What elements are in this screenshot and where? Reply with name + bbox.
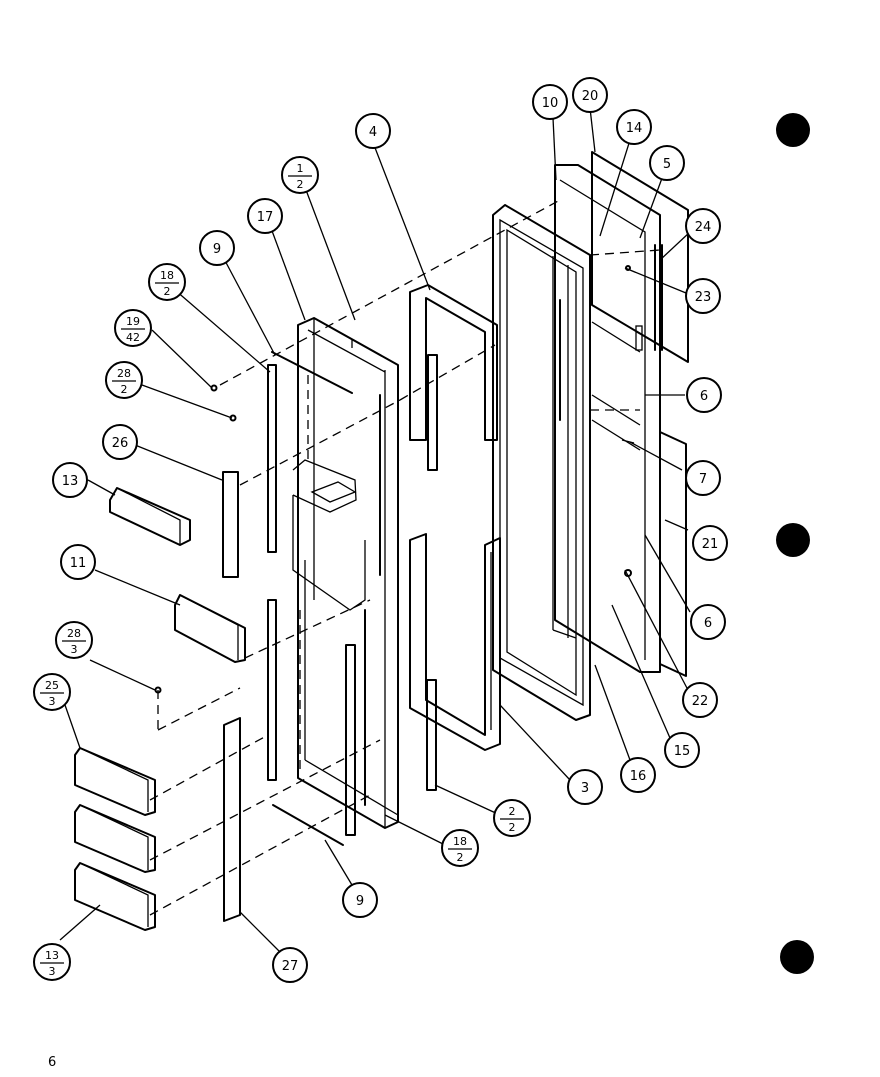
strip-2 <box>345 644 356 836</box>
callout-28-2: 28 2 <box>105 361 143 399</box>
callout-22: 22 <box>682 682 718 718</box>
callout-11: 11 <box>60 544 96 580</box>
callout-label: 18 <box>453 835 467 848</box>
callout-label: 18 <box>160 269 174 282</box>
trim-26 <box>222 471 239 578</box>
back-panel-upper <box>591 151 689 363</box>
screw-19 <box>210 384 218 392</box>
callout-label: 19 <box>126 315 140 328</box>
callout-28-3: 28 3 <box>55 621 93 659</box>
callout-16: 16 <box>620 757 656 793</box>
callout-label: 5 <box>663 157 671 172</box>
callout-sub: 2 <box>121 383 128 396</box>
callout-label: 6 <box>704 616 712 631</box>
callout-sub: 3 <box>49 695 56 708</box>
strip-18-upper <box>267 364 277 553</box>
callout-6-upper: 6 <box>686 377 722 413</box>
callout-label: 11 <box>70 556 87 571</box>
callout-21: 21 <box>692 525 728 561</box>
callout-18-2-lower: 18 2 <box>441 829 479 867</box>
callout-label: 15 <box>674 744 691 759</box>
callout-label: 4 <box>369 125 377 140</box>
callout-5: 5 <box>649 145 685 181</box>
callout-sub: 2 <box>457 851 464 864</box>
callout-label: 1 <box>297 162 304 175</box>
rail-9-upper <box>271 351 353 394</box>
inner-door-frame <box>409 284 501 791</box>
callout-9-upper: 9 <box>199 230 235 266</box>
callout-14: 14 <box>616 109 652 145</box>
callout-sub: 42 <box>126 331 140 344</box>
binder-hole-middle <box>776 523 810 557</box>
callout-label: 3 <box>581 781 589 796</box>
callout-sub: 3 <box>71 643 78 656</box>
callout-label: 24 <box>695 220 712 235</box>
callout-label: 28 <box>117 367 131 380</box>
callout-6-lower: 6 <box>690 604 726 640</box>
callout-3: 3 <box>567 769 603 805</box>
callout-label: 21 <box>702 537 719 552</box>
shelf-13-3 <box>74 862 156 931</box>
strip-18-lower <box>267 599 277 781</box>
page-number: 6 <box>48 1055 57 1070</box>
callout-label: 13 <box>62 474 79 489</box>
callout-label: 20 <box>582 89 599 104</box>
callout-2-2: 2 2 <box>493 799 531 837</box>
callout-13-3: 13 3 <box>33 943 71 981</box>
shelf-25-1 <box>74 747 156 816</box>
callout-label: 23 <box>695 290 712 305</box>
callout-15: 15 <box>664 732 700 768</box>
callout-sub: 2 <box>297 178 304 191</box>
callout-sub: 2 <box>164 285 171 298</box>
callout-27: 27 <box>272 947 308 983</box>
trim-27 <box>223 717 241 922</box>
rail-9-lower <box>272 804 344 846</box>
callout-25-3: 25 3 <box>33 673 71 711</box>
callout-label: 25 <box>45 679 59 692</box>
binder-hole-top <box>776 113 810 147</box>
callout-4: 4 <box>355 113 391 149</box>
callout-label: 17 <box>257 210 274 225</box>
shelf-11 <box>174 594 246 663</box>
outer-door-panel <box>554 164 663 673</box>
binder-hole-bottom <box>780 940 814 974</box>
callout-13: 13 <box>52 462 88 498</box>
callout-19-42: 19 42 <box>114 309 152 347</box>
leader-lines <box>59 107 691 953</box>
callout-label: 26 <box>112 436 129 451</box>
callout-23: 23 <box>685 278 721 314</box>
freezer-liner <box>292 317 399 829</box>
alignment-lines <box>149 199 661 916</box>
callout-17: 17 <box>247 198 283 234</box>
shelf-25-2 <box>74 804 156 873</box>
callout-label: 9 <box>356 894 364 909</box>
callout-7: 7 <box>685 460 721 496</box>
callout-label: 2 <box>509 805 516 818</box>
shelf-13 <box>109 487 191 546</box>
callout-sub: 2 <box>509 821 516 834</box>
callout-label: 7 <box>699 472 707 487</box>
callout-label: 16 <box>630 769 647 784</box>
callout-10: 10 <box>532 84 568 120</box>
callout-26: 26 <box>102 424 138 460</box>
callout-label: 27 <box>282 959 299 974</box>
callout-sub: 3 <box>49 965 56 978</box>
door-liner <box>492 204 591 721</box>
back-panel-lower <box>659 431 687 677</box>
callout-label: 10 <box>542 96 559 111</box>
callout-label: 14 <box>626 121 643 136</box>
callout-24: 24 <box>685 208 721 244</box>
callout-1-2: 1 2 <box>281 156 319 194</box>
callout-label: 13 <box>45 949 59 962</box>
callout-9-lower: 9 <box>342 882 378 918</box>
callout-20: 20 <box>572 77 608 113</box>
callout-18-2-upper: 18 2 <box>148 263 186 301</box>
callout-label: 9 <box>213 242 221 257</box>
callout-label: 6 <box>700 389 708 404</box>
callout-label: 28 <box>67 627 81 640</box>
callout-label: 22 <box>692 694 709 709</box>
